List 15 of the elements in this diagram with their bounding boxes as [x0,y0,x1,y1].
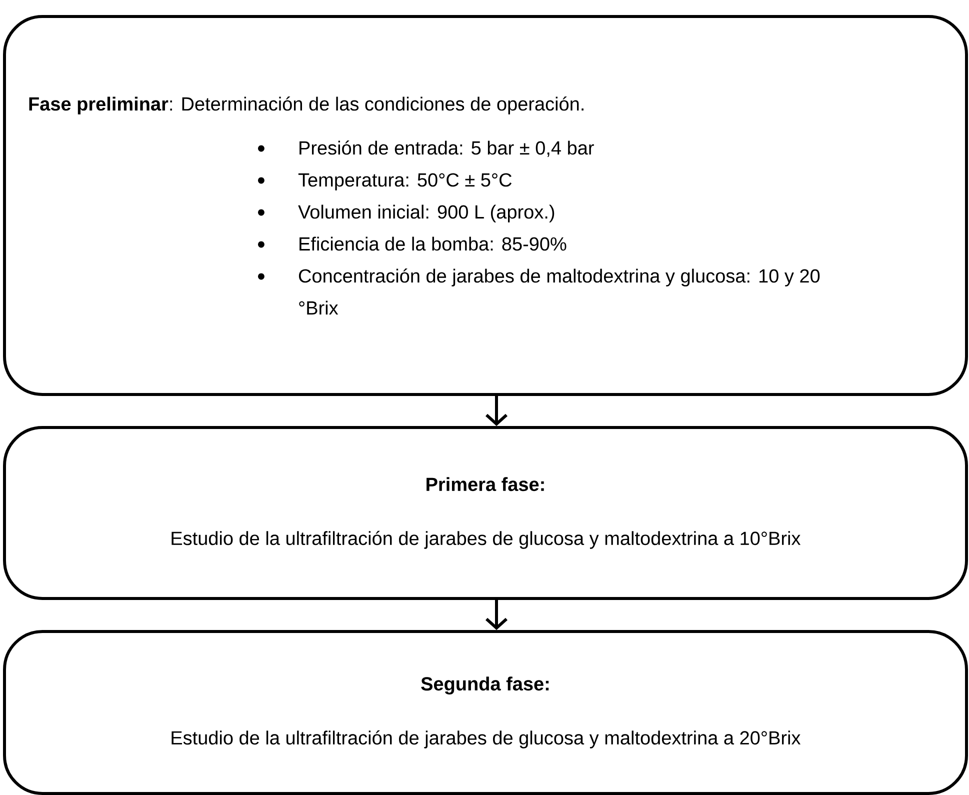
process-box [3,630,968,795]
list-item: Temperatura: 50°C ± 5°C [298,173,512,190]
description: Estudio de la ultrafiltración de jarabes de glucosa y maltodextrina a 20°Brix [172,730,801,748]
list-item: Volumen inicial: 900 L (aprox.) [298,204,554,222]
heading: Segunda fase: [421,676,549,694]
process-box [3,15,968,396]
arrow [486,396,508,426]
list-item: Concentración de jarabes de maltodextrina y glucosa: 10 y 20 °Brix [298,268,820,314]
arrow [486,600,508,630]
heading: Primera fase: [426,477,544,492]
description: Estudio de la ultrafiltración de jarabes de glucosa y maltodextrina a 10°Brix [172,530,801,549]
list-item: Presión de entrada: 5 bar ± 0,4 bar [300,140,594,157]
process-box [3,426,968,600]
heading: Fase preliminar: Determinación de las condiciones de operación. [29,96,584,114]
list-item: Eficiencia de la bomba: 85-90% [300,236,566,251]
